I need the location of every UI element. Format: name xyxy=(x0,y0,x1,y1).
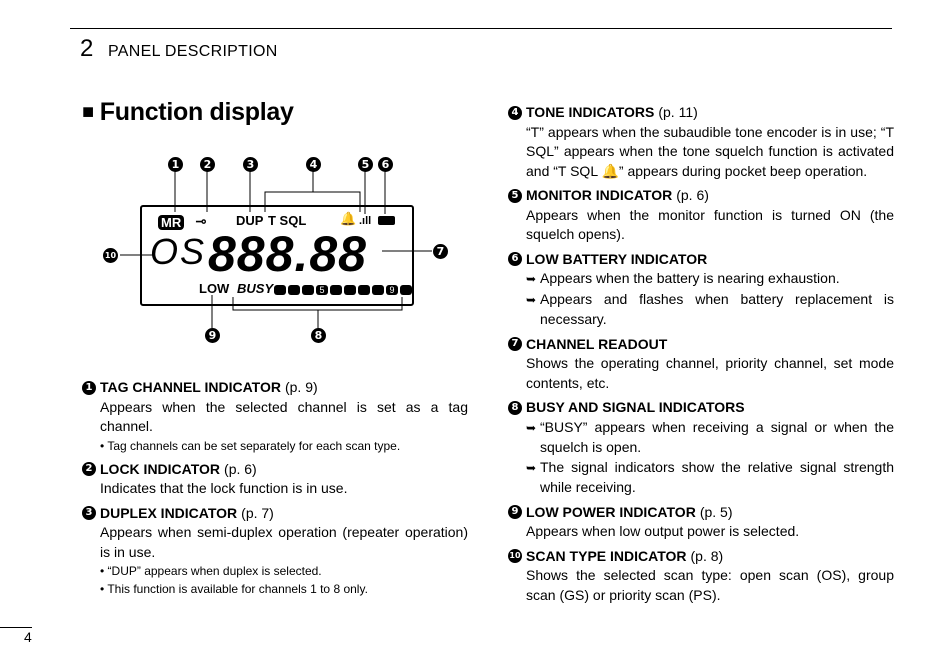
item-body: Indicates that the lock function is in u… xyxy=(100,480,348,496)
item-number: 8 xyxy=(508,400,522,415)
callout-5: 5 xyxy=(358,157,373,172)
callout-4: 4 xyxy=(306,157,321,172)
item-arrow-text: Appears when the battery is nearing exha… xyxy=(540,270,840,286)
arrow-icon: ➥ xyxy=(526,420,537,435)
item-body: Appears when low output power is selecte… xyxy=(526,523,800,539)
callout-1: 1 xyxy=(168,157,183,172)
callout-9: 9 xyxy=(205,328,220,343)
item-arrow-line: ➥The signal indicators show the relative… xyxy=(508,458,894,498)
header-rule xyxy=(70,28,892,29)
item-duplex: 3 DUPLEX INDICATOR(p. 7) Appears when sem… xyxy=(82,504,468,599)
item-number: 7 xyxy=(508,337,522,352)
item-body: Appears when the selected channel is set… xyxy=(100,398,468,435)
item-note: • “DUP” appears when duplex is selected. xyxy=(100,564,322,578)
item-body: “T” appears when the subaudible tone enc… xyxy=(526,123,894,179)
item-tag-channel: 1 TAG CHANNEL INDICATOR(p. 9) Appears whe… xyxy=(82,378,468,455)
item-title: MONITOR INDICATOR xyxy=(526,187,673,203)
item-arrow-text: The signal indicators show the relative … xyxy=(540,458,894,496)
item-title: LOW POWER INDICATOR xyxy=(526,503,696,520)
item-monitor: 5 MONITOR INDICATOR(p. 6) Appears when th… xyxy=(508,186,894,245)
right-column: 4 TONE INDICATORS(p. 11) “T” appears when… xyxy=(508,103,894,610)
signal-mark-5: 5 xyxy=(316,285,328,295)
item-body: Appears when the monitor function is tur… xyxy=(526,206,894,243)
callout-6: 6 xyxy=(378,157,393,172)
item-body: Shows the selected scan type: open scan … xyxy=(526,567,894,603)
left-column: 1 TAG CHANNEL INDICATOR(p. 9) Appears whe… xyxy=(82,378,468,603)
item-low-power: 9 LOW POWER INDICATOR(p. 5) Appears when … xyxy=(508,503,894,542)
item-number: 5 xyxy=(508,188,522,203)
low-label: LOW xyxy=(199,281,230,296)
signal-meter: 5 9 xyxy=(274,285,412,295)
item-title: DUPLEX INDICATOR xyxy=(100,504,238,521)
item-busy-signal: 8 BUSY AND SIGNAL INDICATORS ➥“BUSY” appe… xyxy=(508,398,894,498)
callout-10: 10 xyxy=(103,248,118,263)
callout-2: 2 xyxy=(200,157,215,172)
callout-7: 7 xyxy=(433,244,448,259)
item-title: TONE INDICATORS xyxy=(526,104,655,120)
item-number: 4 xyxy=(508,105,522,120)
chapter-title: PANEL DESCRIPTION xyxy=(108,43,278,60)
item-ref: (p. 8) xyxy=(690,547,724,564)
dup-label: DUP xyxy=(236,213,264,228)
item-number: 2 xyxy=(82,462,96,477)
item-channel-readout: 7 CHANNEL READOUT Shows the operating cha… xyxy=(508,335,894,394)
item-title: SCAN TYPE INDICATOR xyxy=(526,547,687,564)
section-title: ■Function display xyxy=(82,98,294,127)
page-number: 4 xyxy=(24,629,32,645)
item-title: LOW BATTERY INDICATOR xyxy=(526,250,708,267)
bell-icon: 🔔 xyxy=(340,211,357,226)
item-ref: (p. 6) xyxy=(224,460,257,477)
item-number: 9 xyxy=(508,505,522,520)
item-ref: (p. 6) xyxy=(676,187,709,203)
arrow-icon: ➥ xyxy=(526,272,537,286)
item-low-battery: 6 LOW BATTERY INDICATOR ➥Appears when the… xyxy=(508,250,894,330)
page-number-rule xyxy=(0,627,32,628)
item-title: CHANNEL READOUT xyxy=(526,335,668,352)
busy-label: BUSY xyxy=(237,281,274,296)
item-title: TAG CHANNEL INDICATOR xyxy=(100,379,281,395)
lcd-panel: MR ⊸ DUP T SQL 🔔 .ıll OS 888.88 LOW BUSY… xyxy=(140,205,414,306)
callout-8: 8 xyxy=(311,328,326,343)
item-arrow-text: Appears and flashes when battery replace… xyxy=(540,290,894,328)
item-scan-type: 10 SCAN TYPE INDICATOR(p. 8) Shows the se… xyxy=(508,547,894,606)
item-lock: 2 LOCK INDICATOR(p. 6) Indicates that the… xyxy=(82,460,468,499)
item-ref: (p. 11) xyxy=(658,104,698,120)
monitor-signal-icon: .ıll xyxy=(359,215,372,227)
item-arrow-line: ➥Appears when the battery is nearing exh… xyxy=(508,269,894,290)
callout-lines xyxy=(120,171,432,328)
scan-type-digits: OS xyxy=(150,231,207,272)
item-title: BUSY AND SIGNAL INDICATORS xyxy=(526,399,745,415)
chapter-number: 2 xyxy=(80,35,94,62)
item-ref: (p. 7) xyxy=(241,504,274,521)
key-icon: ⊸ xyxy=(195,213,207,229)
item-arrow-line: ➥Appears and flashes when battery replac… xyxy=(508,290,894,330)
mr-badge: MR xyxy=(158,215,185,230)
section-marker: ■ xyxy=(82,101,94,123)
signal-mark-9: 9 xyxy=(386,285,398,295)
item-ref: (p. 5) xyxy=(699,503,733,520)
item-number: 6 xyxy=(508,252,522,267)
battery-icon xyxy=(378,216,395,225)
tsql-label: T SQL xyxy=(268,213,307,228)
item-body: Appears when semi-duplex operation (repe… xyxy=(100,524,468,560)
item-note: • This function is available for channel… xyxy=(100,582,368,596)
item-number: 10 xyxy=(508,549,522,564)
channel-readout: 888.88 xyxy=(208,226,367,282)
lcd-diagram: 1 2 3 4 5 6 7 10 9 8 MR ⊸ DUP T SQL 🔔 .ı… xyxy=(100,150,460,350)
item-body: Shows the operating channel, priority ch… xyxy=(526,355,894,391)
item-title: LOCK INDICATOR xyxy=(100,460,221,477)
item-ref: (p. 9) xyxy=(284,379,318,395)
item-tone: 4 TONE INDICATORS(p. 11) “T” appears when… xyxy=(508,103,894,181)
item-arrow-line: ➥“BUSY” appears when receiving a signal … xyxy=(508,418,894,458)
item-note: • Tag channels can be set separately for… xyxy=(100,438,401,453)
callout-3: 3 xyxy=(243,157,258,172)
item-number: 1 xyxy=(82,380,96,395)
item-number: 3 xyxy=(82,506,96,521)
item-arrow-text: “BUSY” appears when receiving a signal o… xyxy=(540,418,894,456)
arrow-icon: ➥ xyxy=(526,460,537,475)
section-title-text: Function display xyxy=(99,98,294,126)
arrow-icon: ➥ xyxy=(526,292,537,307)
